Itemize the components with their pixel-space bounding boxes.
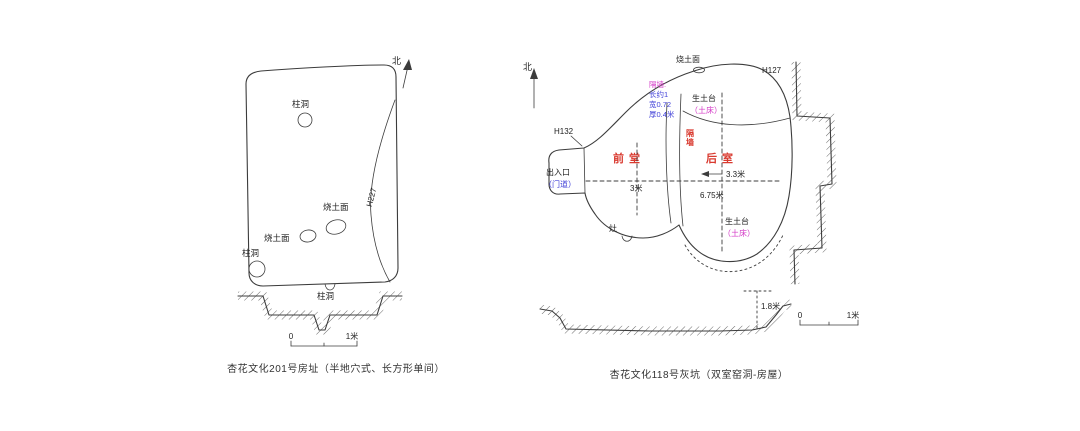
partition-note-line3: 厚0.4米	[649, 109, 675, 119]
posthole-label-bottom: 柱洞	[317, 291, 334, 301]
front-width-dim: 3米	[630, 183, 642, 193]
section-hatch-band	[539, 299, 793, 336]
posthole-label-top: 柱洞	[292, 99, 309, 109]
depth-dim: 1.8米	[761, 301, 780, 311]
partition-wall-line-right	[679, 93, 684, 227]
platform-bottom-sublabel: （土床）	[723, 228, 755, 238]
figure-caption: 杏花文化118号灰坑（双室窑洞-房屋）	[610, 368, 789, 381]
partition-wall-line-left	[665, 102, 672, 224]
entrance-sublabel: （门道）	[544, 179, 576, 189]
pit-label-h132: H132	[554, 127, 574, 136]
house-outline	[245, 64, 399, 287]
scale-bar: 0 1米	[289, 331, 358, 347]
pit-label-h227: H227	[365, 186, 379, 207]
left-figure: 北 H227 柱洞 柱洞 柱洞 烧土面 烧土面 0 1米	[227, 56, 445, 375]
partition-note-line1: 长约1	[649, 89, 668, 99]
partition-wall-label: 隔墙	[686, 128, 695, 147]
partition-note-title: 隔墙:	[649, 79, 666, 89]
pit-boundary-h227	[370, 99, 396, 283]
scale-unit-label: 1米	[847, 310, 859, 320]
section-profile	[237, 295, 403, 331]
north-arrow: 北	[523, 62, 538, 109]
north-label: 北	[392, 56, 401, 66]
h132-leader-line	[570, 135, 583, 147]
posthole-notch-bottom	[324, 283, 336, 291]
terrace-wall-hatch	[789, 61, 837, 285]
north-arrow-head	[403, 59, 412, 70]
burnt-area-oval-upper	[325, 219, 347, 235]
platform-top-label: 生土台	[692, 93, 716, 103]
terrace-wall	[789, 61, 837, 285]
north-arrow-head	[530, 68, 538, 79]
posthole-circle-top	[297, 112, 313, 128]
posthole-circle-left	[248, 260, 266, 278]
pit-label-h127: H127	[762, 66, 782, 75]
section-profile	[539, 303, 792, 332]
front-hall-label: 前堂	[613, 151, 645, 165]
scale-zero-label: 0	[289, 332, 294, 341]
burnt-lens	[693, 66, 705, 74]
north-label: 北	[523, 62, 532, 72]
figure-caption: 杏花文化201号房址（半地穴式、长方形单间）	[227, 362, 445, 375]
back-width-arrow-head	[701, 171, 709, 177]
length-dim: 6.75米	[700, 190, 724, 200]
platform-edge-bottom-dotted	[684, 234, 784, 273]
posthole-label-left: 柱洞	[242, 248, 259, 258]
back-room-label: 后室	[706, 151, 738, 165]
stove-label: 灶	[609, 223, 617, 233]
partition-note: 隔墙: 长约1 宽0.72 厚0.4米	[649, 79, 675, 119]
stove-notch	[621, 235, 633, 242]
burnt-area-oval-lower	[299, 229, 317, 243]
platform-bottom-label: 生土台	[725, 216, 749, 226]
scale-unit-label: 1米	[346, 331, 358, 341]
entrance-label: 出入口	[546, 167, 570, 177]
partition-note-line2: 宽0.72	[649, 99, 671, 109]
pit-plan-outline	[548, 63, 793, 263]
doorway-divider-line	[583, 147, 586, 194]
back-width-dim: 3.3米	[726, 169, 745, 179]
scale-bar: 0 1米	[798, 310, 859, 326]
terrace-wall-edge	[793, 61, 833, 285]
cross-section: 1.8米	[539, 290, 793, 336]
burnt-label-upper: 烧土面	[323, 202, 349, 212]
platform-edge-top	[682, 110, 791, 126]
north-arrow: 北	[392, 56, 412, 89]
cross-section	[237, 291, 403, 335]
scale-zero-label: 0	[798, 311, 803, 320]
platform-top-sublabel: （土床）	[690, 105, 722, 115]
burnt-label-lower: 烧土面	[264, 233, 290, 243]
right-figure: 北 隔墙 烧土面 H127 H132 隔墙: 长约1 宽0.72 厚0.4米 前…	[523, 54, 859, 381]
burnt-label: 烧土面	[676, 54, 700, 64]
